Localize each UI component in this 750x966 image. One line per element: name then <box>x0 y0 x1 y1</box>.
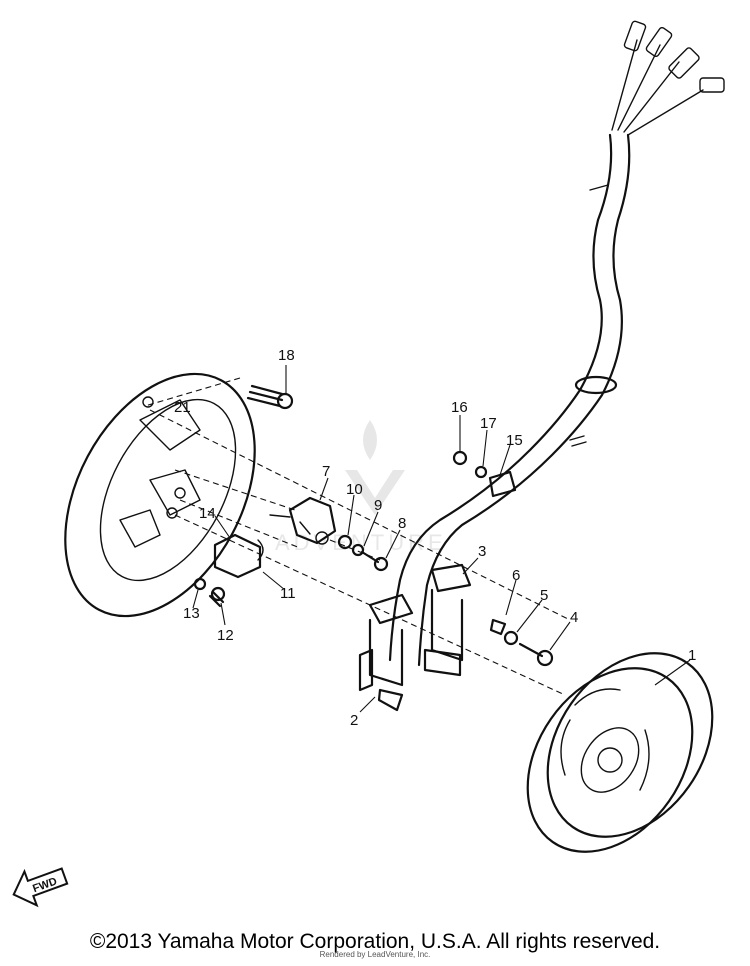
callouts: 1 2 3 4 5 6 7 8 9 10 11 12 13 14 15 16 1… <box>174 347 696 729</box>
callout-21: 21 <box>174 399 191 416</box>
stator-plate <box>64 372 256 618</box>
callout-1: 1 <box>688 647 696 664</box>
callout-18: 18 <box>278 347 295 364</box>
logo-mark-icon <box>345 470 405 515</box>
washer-17 <box>474 465 488 479</box>
callout-3: 3 <box>478 543 486 560</box>
callout-13: 13 <box>183 605 200 622</box>
leader-lines <box>192 365 691 713</box>
washer-5 <box>503 630 519 646</box>
screw-12 <box>208 586 226 608</box>
callout-2: 2 <box>350 712 358 729</box>
watermark: ADVENTURE <box>275 420 447 555</box>
callout-12: 12 <box>217 627 234 644</box>
callout-8: 8 <box>398 515 406 532</box>
flywheel-1 <box>526 652 714 853</box>
callout-14: 14 <box>199 505 216 522</box>
callout-10: 10 <box>346 481 363 498</box>
callout-17: 17 <box>480 415 497 432</box>
callout-5: 5 <box>540 587 548 604</box>
callout-4: 4 <box>570 609 578 626</box>
rendered-by-credit: Rendered by LeadVenture, Inc. <box>319 950 431 959</box>
assembly-lines <box>144 377 571 696</box>
contact-breaker-7 <box>269 496 337 545</box>
callout-15: 15 <box>506 432 523 449</box>
washer-10 <box>337 534 353 550</box>
coil-3 <box>423 563 472 677</box>
flame-icon <box>363 420 377 460</box>
copyright-notice: ©2013 Yamaha Motor Corporation, U.S.A. A… <box>89 930 661 953</box>
watermark-text: ADVENTURE <box>275 530 447 555</box>
screw-18 <box>246 384 294 410</box>
washer-9 <box>351 543 365 557</box>
condenser-14 <box>213 533 264 579</box>
washer-13 <box>193 577 207 591</box>
callout-7: 7 <box>322 463 330 480</box>
fwd-arrow: FWD <box>12 867 69 908</box>
callout-9: 9 <box>374 497 382 514</box>
clamp-15 <box>488 470 517 498</box>
screw-8 <box>360 550 389 572</box>
callout-11: 11 <box>280 585 296 602</box>
coil-2 <box>358 593 414 712</box>
screw-16 <box>452 450 468 466</box>
callout-16: 16 <box>451 399 468 416</box>
wire-harness <box>388 20 725 667</box>
arrow-icon <box>12 867 69 908</box>
callout-6: 6 <box>512 567 520 584</box>
pin-6 <box>489 618 507 636</box>
screw-4 <box>518 642 554 667</box>
